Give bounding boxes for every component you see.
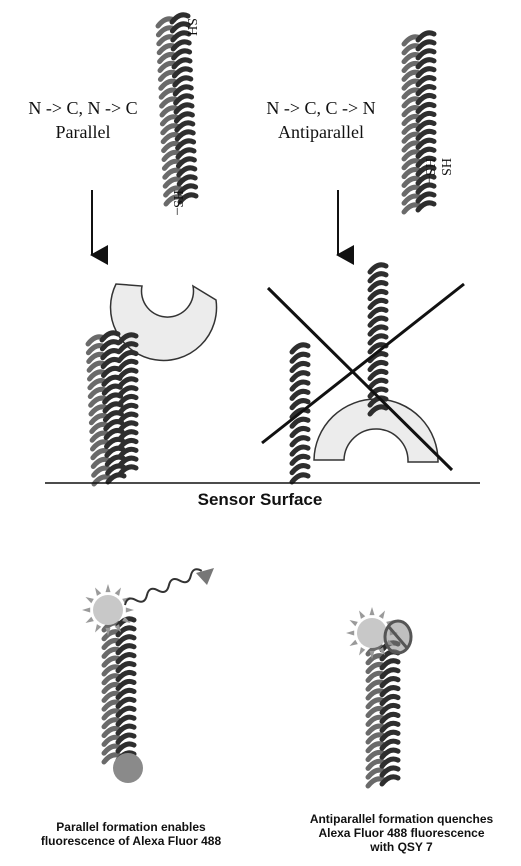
quencher-no-symbol: [385, 621, 411, 653]
thiol-label-parallel-top: SH: [184, 18, 198, 36]
thiol-label-parallel-bottom: HS–: [170, 190, 184, 215]
thiol-label-antiparallel-left: HS–: [422, 158, 436, 183]
caption-antiparallel-line-2: Alexa Fluor 488 fluorescence: [282, 826, 521, 840]
antiparallel-helix-quenched: [368, 643, 398, 786]
antiparallel-name-label: Antiparallel: [246, 120, 396, 144]
caption-antiparallel-line-1: Antiparallel formation quenches: [282, 812, 521, 826]
caption-parallel-line-1: Parallel formation enables: [0, 820, 262, 834]
antiparallel-orientation-label: N -> C, C -> N: [246, 96, 396, 120]
thiol-label-antiparallel-right: HS: [438, 158, 452, 176]
parallel-name-label: Parallel: [8, 120, 158, 144]
caption-parallel: Parallel formation enables fluorescence …: [0, 820, 262, 848]
caption-parallel-line-2: fluorescence of Alexa Fluor 488: [0, 834, 262, 848]
antiparallel-helix-top: [404, 33, 434, 212]
parallel-helix-fluorescent: [104, 619, 134, 762]
quencher-ball-left: [113, 753, 143, 783]
parallel-helix-top: [158, 15, 196, 204]
caption-antiparallel-line-3: with QSY 7: [282, 840, 521, 854]
receptor-arc-parallel: [111, 284, 217, 360]
sensor-surface-label: Sensor Surface: [150, 490, 370, 510]
parallel-orientation-label: N -> C, N -> C: [8, 96, 158, 120]
caption-antiparallel: Antiparallel formation quenches Alexa Fl…: [282, 812, 521, 854]
emission-wave: [123, 567, 203, 608]
parallel-helix-bound: [88, 333, 136, 484]
